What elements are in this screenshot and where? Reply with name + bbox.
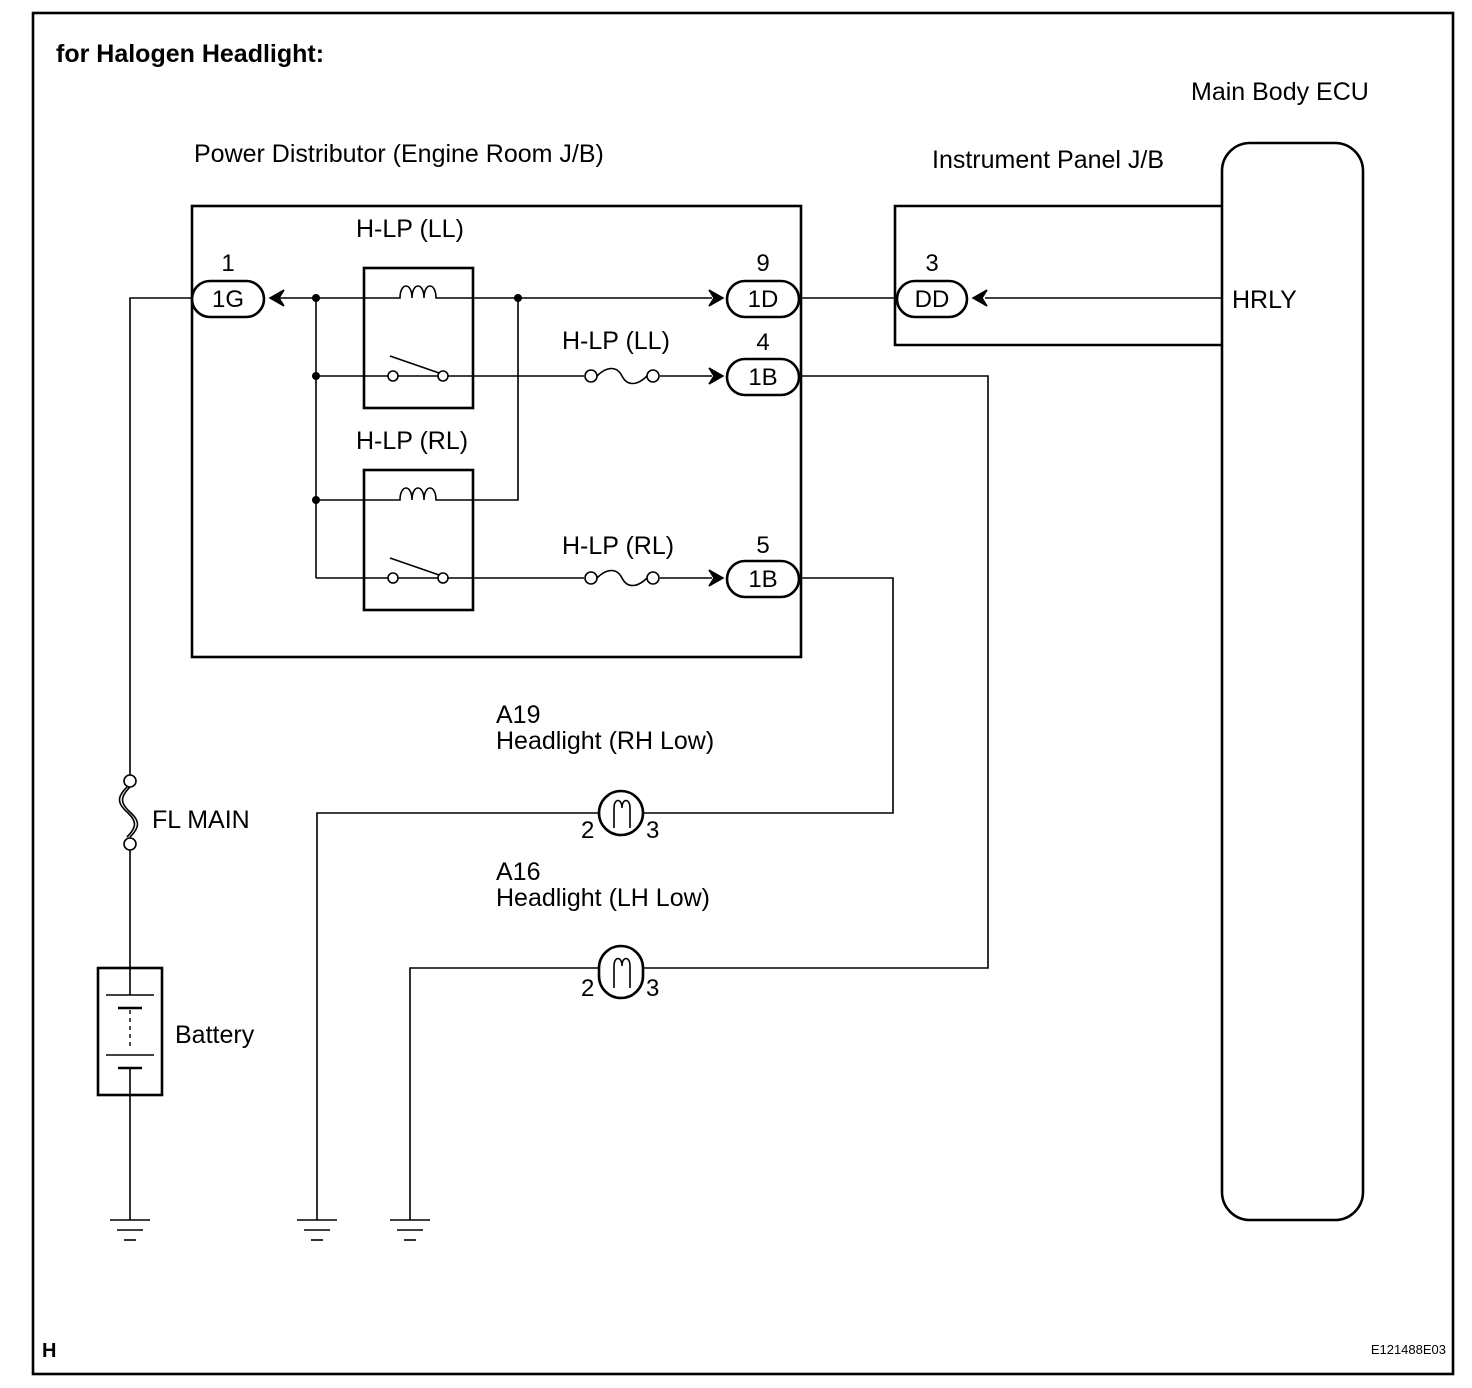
relay-rl bbox=[362, 468, 475, 612]
connector-1d-pin: 9 bbox=[756, 250, 769, 277]
connector-1g-code: 1G bbox=[212, 286, 244, 313]
image-code: E121488E03 bbox=[1371, 1342, 1446, 1357]
wire-feed-1g bbox=[129, 297, 192, 775]
relay-rl-label: H-LP (RL) bbox=[356, 427, 468, 455]
fuse-ll-icon bbox=[584, 367, 660, 385]
connector-1b-pin5-arrow-icon bbox=[708, 569, 725, 587]
diagram-title: for Halogen Headlight: bbox=[56, 40, 324, 68]
connector-1b-pin4-arrow-icon bbox=[708, 367, 725, 385]
outer-frame bbox=[31, 11, 1455, 1376]
fuse-rl-icon bbox=[584, 569, 660, 587]
fl-main-label: FL MAIN bbox=[152, 806, 250, 834]
headlight-rh-pin-right: 3 bbox=[646, 817, 659, 844]
ground-icon-rh bbox=[297, 1219, 337, 1241]
headlight-lh-pin-left: 2 bbox=[581, 975, 594, 1002]
connector-1b-pin4-code: 1B bbox=[748, 364, 777, 391]
headlight-rh-pin-left: 2 bbox=[581, 817, 594, 844]
connector-1b-pin5: 1B 5 bbox=[708, 532, 801, 599]
fl-main-fuse-icon bbox=[118, 774, 139, 851]
relay-rl-coil-icon bbox=[364, 487, 473, 501]
wire-rl-coil-to-1d bbox=[473, 298, 519, 501]
headlight-lh-pin-right: 3 bbox=[646, 975, 659, 1002]
connector-1b-pin4: 1B 4 bbox=[708, 329, 801, 397]
connector-dd-arrow-icon bbox=[971, 289, 988, 307]
relay-rl-switch-icon bbox=[364, 557, 473, 579]
connector-dd-code: DD bbox=[915, 286, 950, 313]
connector-1d-arrow-icon bbox=[708, 289, 725, 307]
headlight-lh-code: A16 bbox=[496, 858, 540, 886]
connector-1b-pin5-pin: 5 bbox=[756, 532, 769, 559]
headlight-rh-code: A19 bbox=[496, 701, 540, 729]
battery-label: Battery bbox=[175, 1021, 255, 1049]
connector-dd: DD 3 bbox=[895, 250, 988, 319]
power-distributor-box bbox=[190, 204, 803, 659]
headlight-rh-bulb-icon bbox=[597, 789, 645, 837]
connector-1g-pin: 1 bbox=[221, 250, 234, 277]
corner-mark: H bbox=[42, 1340, 56, 1362]
ground-icon-battery bbox=[110, 1219, 150, 1241]
ground-icon-lh bbox=[390, 1219, 430, 1241]
battery-icon bbox=[96, 966, 164, 1097]
connector-dd-pin: 3 bbox=[925, 250, 938, 277]
headlight-lh-name: Headlight (LH Low) bbox=[496, 884, 710, 912]
wires bbox=[129, 297, 1222, 1220]
connector-1b-pin5-code: 1B bbox=[748, 566, 777, 593]
instrument-panel-jb-label: Instrument Panel J/B bbox=[932, 146, 1164, 174]
relay-ll-switch-icon bbox=[364, 355, 473, 377]
connector-1d-code: 1D bbox=[748, 286, 779, 313]
connector-1d: 1D 9 bbox=[708, 250, 801, 319]
wire-1b5-to-rh bbox=[643, 577, 894, 814]
instrument-panel-jb-box bbox=[893, 204, 1222, 347]
connector-1b-pin4-pin: 4 bbox=[756, 329, 769, 356]
relay-ll-label: H-LP (LL) bbox=[356, 215, 464, 243]
main-body-ecu-label: Main Body ECU bbox=[1191, 78, 1369, 106]
connector-1g: 1G 1 bbox=[190, 250, 285, 319]
power-distributor-label: Power Distributor (Engine Room J/B) bbox=[194, 140, 604, 168]
connector-1g-arrow-icon bbox=[268, 289, 285, 307]
relay-ll-coil-icon bbox=[364, 285, 473, 299]
wire-1b4-to-lh bbox=[643, 375, 989, 969]
headlight-lh-bulb-icon bbox=[597, 944, 645, 1000]
hrly-terminal-label: HRLY bbox=[1232, 286, 1297, 314]
headlight-rh-name: Headlight (RH Low) bbox=[496, 727, 714, 755]
relay-ll bbox=[362, 266, 475, 410]
main-body-ecu-box bbox=[1220, 141, 1365, 1222]
fuse-ll-label: H-LP (LL) bbox=[562, 327, 670, 355]
wire-rh-ground bbox=[316, 812, 599, 1220]
fuse-rl-label: H-LP (RL) bbox=[562, 532, 674, 560]
wire-lh-ground bbox=[409, 967, 599, 1220]
junction-dots bbox=[312, 294, 522, 504]
